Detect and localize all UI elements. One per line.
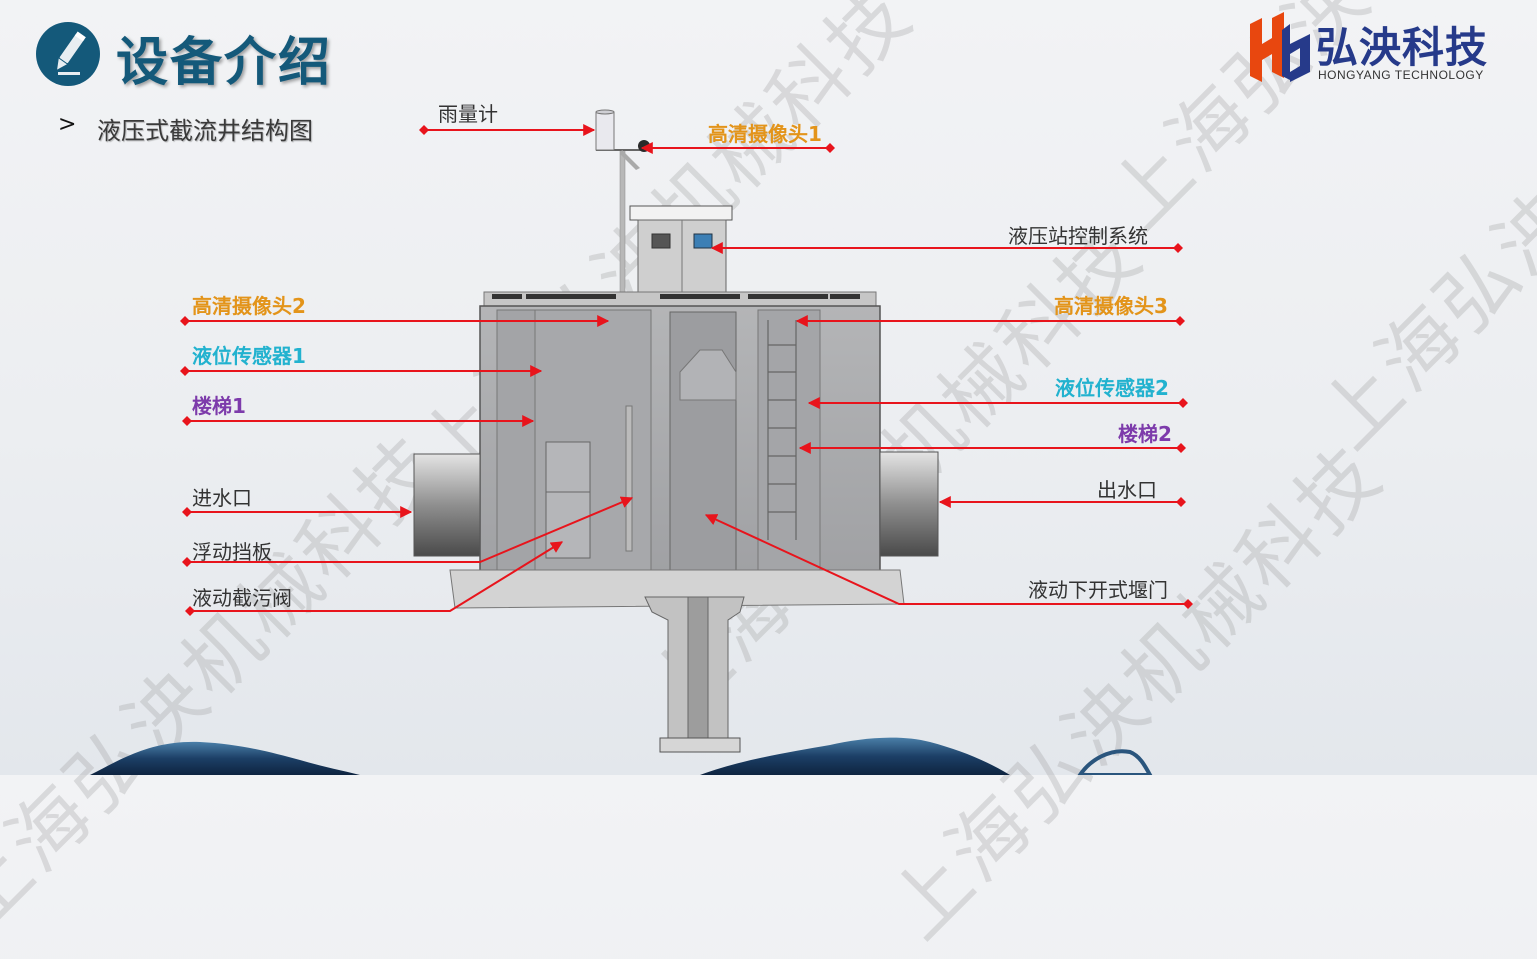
- callout-camera-3: 高清摄像头3: [1054, 294, 1168, 318]
- pencil-icon: [36, 22, 100, 86]
- control-cabinet: [629, 205, 733, 297]
- water-splash-decoration: [90, 737, 1153, 775]
- leader-lines: [180, 124, 1193, 616]
- callout-level-sensor-2: 液位传感器2: [1055, 376, 1169, 400]
- callout-hydraulic-weir-gate: 液动下开式堰门: [1028, 578, 1168, 602]
- callout-inlet: 进水口: [192, 486, 252, 510]
- company-name-english: HONGYANG TECHNOLOGY: [1318, 68, 1484, 82]
- callout-float-baffle: 浮动挡板: [192, 540, 272, 564]
- callout-camera-1: 高清摄像头1: [708, 122, 822, 146]
- callout-camera-2: 高清摄像头2: [192, 294, 306, 318]
- company-name: 弘泱科技: [1316, 23, 1489, 72]
- rain-gauge-device: [595, 109, 615, 151]
- callout-ladder-1: 楼梯1: [192, 394, 246, 418]
- callout-ladder-2: 楼梯2: [1118, 422, 1172, 446]
- callout-rain-gauge: 雨量计: [438, 102, 498, 126]
- diagram-subtitle: 液压式截流井结构图: [97, 117, 313, 145]
- callout-hydraulic-valve: 液动截污阀: [192, 586, 292, 610]
- callout-level-sensor-1: 液位传感器1: [192, 344, 306, 368]
- ladder-2-shape: [767, 320, 797, 540]
- company-logo-mark: [1250, 12, 1310, 82]
- chevron-right-icon: >: [58, 112, 77, 137]
- callout-hydraulic-control-system: 液压站控制系统: [1008, 224, 1148, 248]
- page-title: 设备介绍: [116, 33, 333, 93]
- callout-outlet: 出水口: [1097, 478, 1157, 502]
